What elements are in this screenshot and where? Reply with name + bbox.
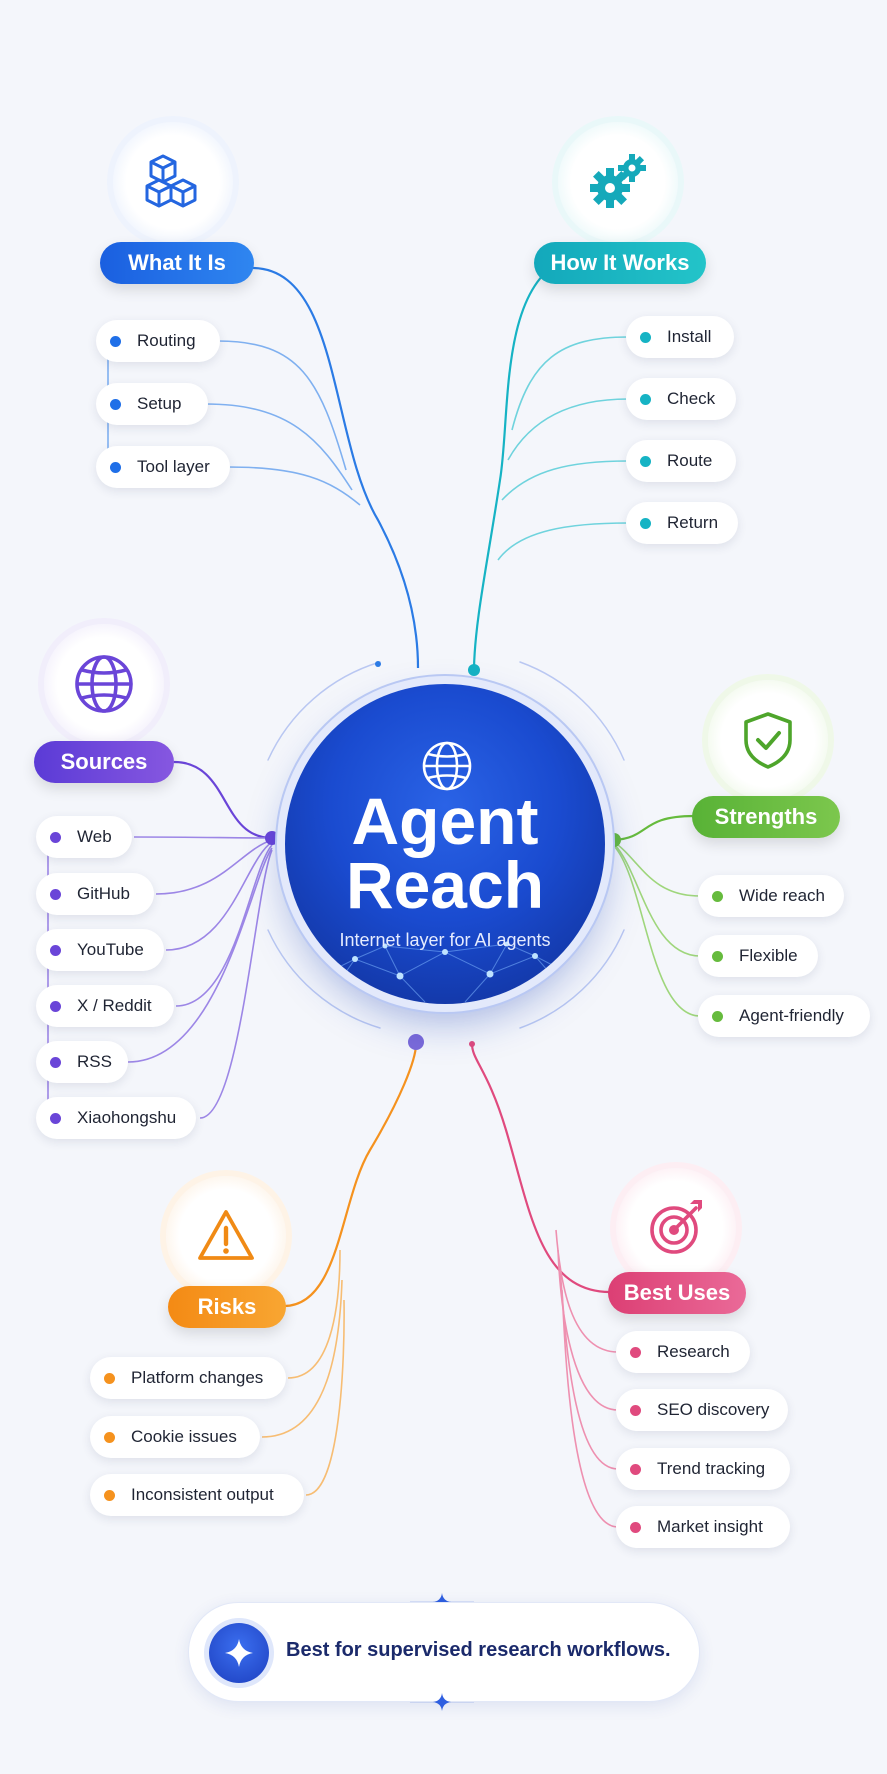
hub-title-line1: Agent (351, 784, 539, 858)
sparkle-icon (225, 1639, 253, 1667)
shield-check-icon (744, 712, 792, 769)
leaf-label: GitHub (77, 884, 130, 903)
best-uses-item-trend-tracking[interactable]: Trend tracking (616, 1448, 790, 1490)
leaf-label: RSS (77, 1052, 112, 1071)
leaf-label: Agent-friendly (739, 1006, 844, 1025)
leaf-label: Tool layer (137, 457, 210, 476)
bullet-dot (110, 461, 121, 473)
globe-icon (422, 741, 472, 791)
branch-risks[interactable]: Risks (168, 1286, 286, 1328)
leaf-label: Xiaohongshu (77, 1108, 177, 1127)
leaf-label: Route (667, 451, 713, 470)
leaf-label: SEO discovery (657, 1400, 770, 1419)
strengths-item-agent-friendly[interactable]: Agent-friendly (698, 995, 870, 1037)
risks-icon-bubble (166, 1176, 286, 1296)
best-uses-item-research[interactable]: Research (616, 1331, 750, 1373)
leaf-label: Research (657, 1342, 730, 1361)
strengths-item-wide-reach[interactable]: Wide reach (698, 875, 844, 917)
footer-badge (209, 1623, 269, 1683)
best-uses-icon-bubble (616, 1168, 736, 1288)
branch-best-uses[interactable]: Best Uses (608, 1272, 746, 1314)
bullet-dot (640, 455, 651, 467)
leaf-label: Wide reach (739, 886, 825, 905)
leaf-label: Web (77, 827, 112, 846)
leaf-label: YouTube (77, 940, 144, 959)
sources-item-web[interactable]: Web (36, 816, 132, 858)
bullet-dot (104, 1372, 115, 1384)
branch-what-it-is[interactable]: What It Is (100, 242, 254, 284)
bullet-dot (110, 398, 121, 410)
leaf-label: Flexible (739, 946, 798, 965)
risks-item-inconsistent-output[interactable]: Inconsistent output (90, 1474, 304, 1516)
best-uses-item-seo-discovery[interactable]: SEO discovery (616, 1389, 788, 1431)
bullet-dot (630, 1346, 641, 1358)
leaf-label: X / Reddit (77, 996, 152, 1015)
bullet-dot (640, 393, 651, 405)
what-it-is-item-routing[interactable]: Routing (96, 320, 220, 362)
hub-circle: Agent Reach Internet layer for AI agents (285, 684, 605, 1004)
leaf-label: Routing (137, 331, 196, 350)
what-it-is-item-tool-layer[interactable]: Tool layer (96, 446, 230, 488)
risks-item-cookie-issues[interactable]: Cookie issues (90, 1416, 260, 1458)
bullet-dot (50, 944, 61, 956)
central-hub: Agent Reach Internet layer for AI agents (285, 684, 605, 1004)
best-uses-item-market-insight[interactable]: Market insight (616, 1506, 790, 1548)
how-it-works-item-route[interactable]: Route (626, 440, 736, 482)
bullet-dot (640, 331, 651, 343)
hub-title-line2: Reach (345, 848, 545, 922)
strengths-item-flexible[interactable]: Flexible (698, 935, 818, 977)
how-it-works-item-return[interactable]: Return (626, 502, 738, 544)
gears-icon (590, 154, 646, 208)
sources-item-youtube[interactable]: YouTube (36, 929, 164, 971)
sparkle-icon (433, 1693, 451, 1711)
branch-how-it-works[interactable]: How It Works (534, 242, 706, 284)
sources-icon-bubble (44, 624, 164, 744)
bullet-dot (50, 888, 61, 900)
leaf-label: Install (667, 327, 712, 346)
leaf-label: Trend tracking (657, 1459, 766, 1478)
what-it-is-item-setup[interactable]: Setup (96, 383, 208, 425)
bullet-dot (640, 517, 651, 529)
sources-item-github[interactable]: GitHub (36, 873, 154, 915)
how-it-works-item-check[interactable]: Check (626, 378, 736, 420)
bullet-dot (104, 1431, 115, 1443)
risks-item-platform-changes[interactable]: Platform changes (90, 1357, 286, 1399)
how-it-works-icon-bubble (558, 122, 678, 242)
branch-sources[interactable]: Sources (34, 741, 174, 783)
footer-text: Best for supervised research workflows. (286, 1639, 671, 1661)
bullet-dot (630, 1404, 641, 1416)
sources-item-x-reddit[interactable]: X / Reddit (36, 985, 174, 1027)
branch-strengths[interactable]: Strengths (692, 796, 840, 838)
bullet-dot (50, 1056, 61, 1068)
strengths-icon-bubble (708, 680, 828, 800)
leaf-label: Platform changes (131, 1368, 264, 1387)
bullet-dot (630, 1463, 641, 1475)
cubes-icon (145, 154, 197, 208)
leaf-label: Check (667, 389, 716, 408)
bullet-dot (50, 1000, 61, 1012)
bullet-dot (104, 1489, 115, 1501)
leaf-label: Inconsistent output (131, 1485, 274, 1504)
bullet-dot (50, 1112, 61, 1124)
bullet-dot (50, 831, 61, 843)
sources-item-xiaohongshu[interactable]: Xiaohongshu (36, 1097, 196, 1139)
bullet-dot (712, 890, 723, 902)
globe-icon (75, 655, 133, 713)
target-icon (650, 1200, 702, 1254)
bullet-dot (712, 950, 723, 962)
bullet-dot (712, 1010, 723, 1022)
how-it-works-item-install[interactable]: Install (626, 316, 734, 358)
footer-banner: Best for supervised research workflows. (188, 1602, 700, 1702)
leaf-label: Market insight (657, 1517, 763, 1536)
hub-subtitle: Internet layer for AI agents (339, 930, 551, 950)
warning-icon (198, 1210, 254, 1260)
leaf-label: Cookie issues (131, 1427, 237, 1446)
leaf-label: Return (667, 513, 719, 532)
what-it-is-icon-bubble (113, 122, 233, 242)
bullet-dot (630, 1521, 641, 1533)
sources-item-rss[interactable]: RSS (36, 1041, 128, 1083)
leaf-label: Setup (137, 394, 182, 413)
bullet-dot (110, 335, 121, 347)
